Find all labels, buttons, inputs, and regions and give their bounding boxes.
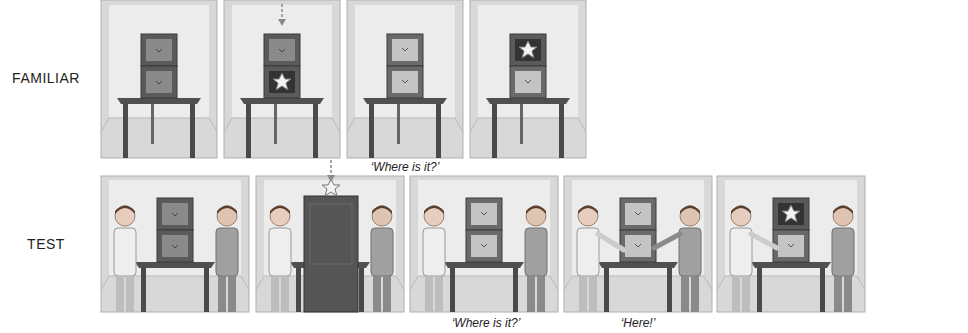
test-panel-5 (717, 176, 865, 312)
test-panel-1 (101, 176, 249, 312)
row-label: FAMILIAR (12, 70, 80, 86)
speech-caption: ‘Where is it?’ (452, 316, 521, 330)
familiar-panel-4 (470, 0, 586, 158)
test-panel-2 (256, 160, 404, 312)
test-panel-4 (564, 176, 712, 312)
speech-caption: ‘Where is it?’ (371, 160, 440, 174)
test-panel-3 (410, 176, 558, 312)
familiar-panel-3 (347, 0, 463, 158)
row-label: TEST (27, 236, 65, 252)
familiar-panel-2 (224, 0, 340, 158)
speech-caption: ‘Here!’ (621, 316, 656, 330)
familiar-panel-1 (101, 0, 217, 158)
